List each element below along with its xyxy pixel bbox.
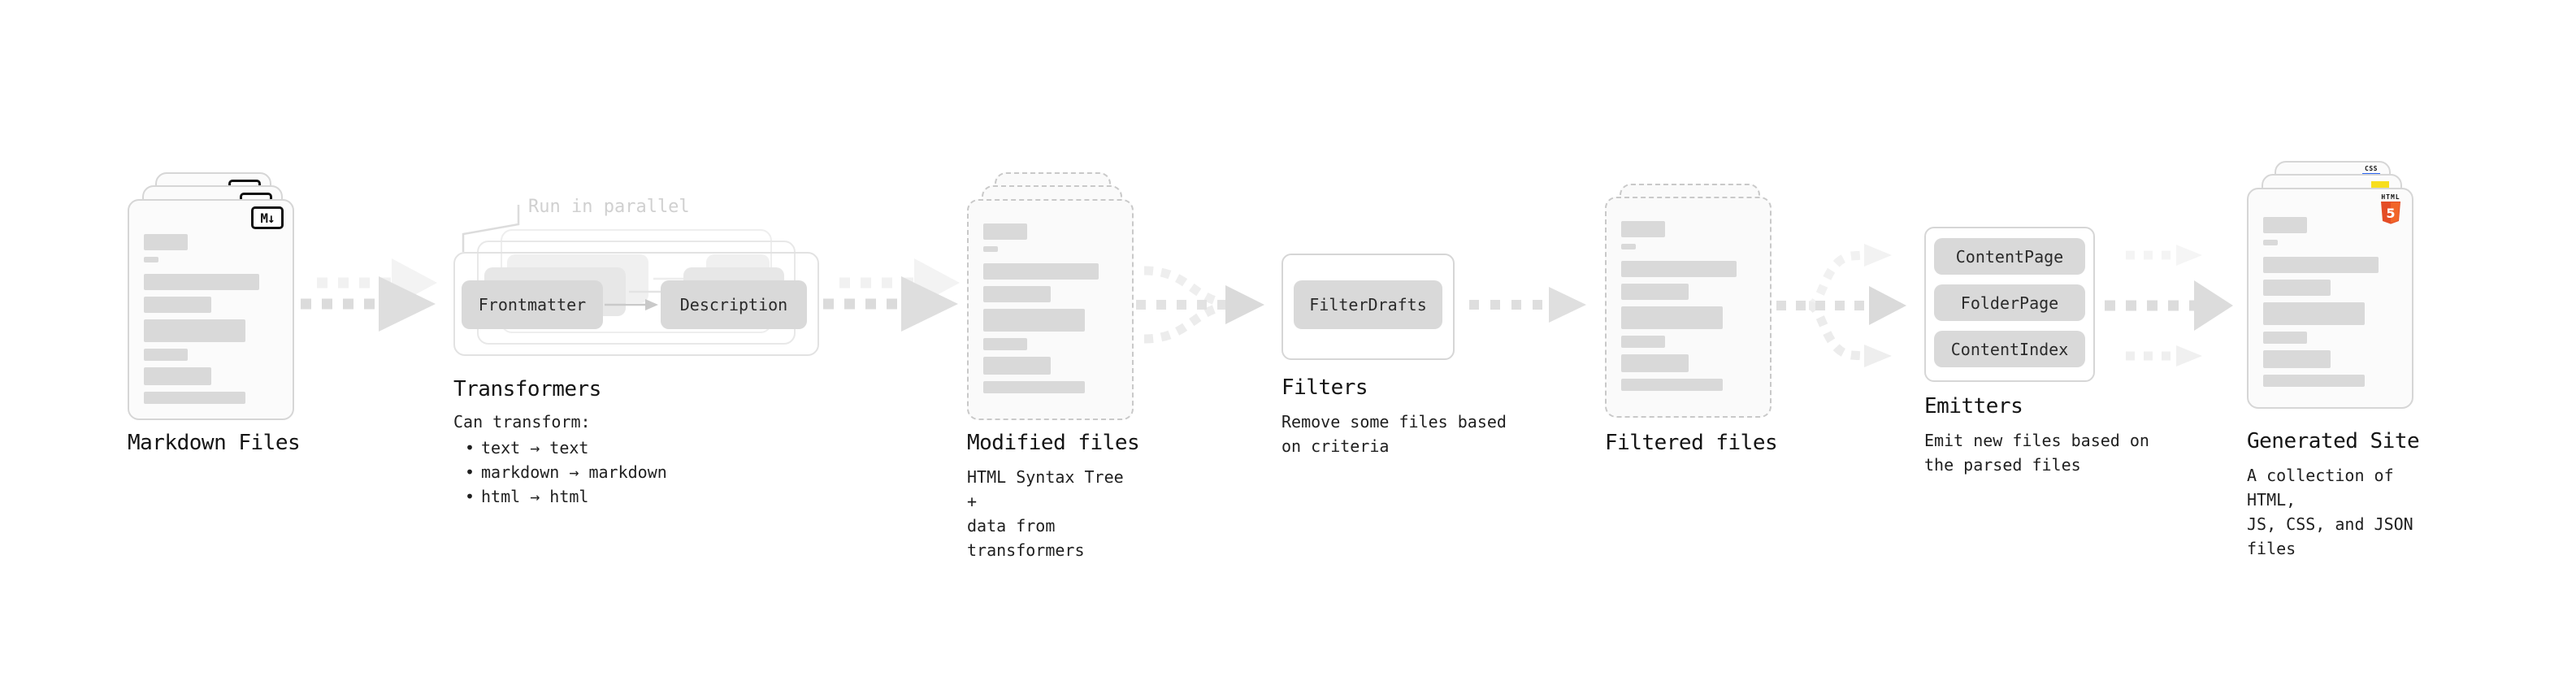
text-line-placeholder xyxy=(144,257,159,262)
stage-markdown-files: M↓ M↓ M↓ Markdown Files xyxy=(128,172,301,514)
stage-caption: Emit new files based on the parsed files xyxy=(1924,431,2149,475)
stage-label: Markdown Files xyxy=(128,431,301,455)
text-line-placeholder xyxy=(2263,257,2379,273)
emitter-pill-contentpage: ContentPage xyxy=(1934,238,2085,275)
text-line-placeholder xyxy=(2263,375,2366,387)
text-line-placeholder xyxy=(983,357,1051,375)
run-in-parallel-annotation: Run in parallel xyxy=(528,197,690,217)
text-line-placeholder xyxy=(983,246,999,252)
text-line-placeholder xyxy=(144,349,189,361)
annotation-leader-line xyxy=(462,205,520,252)
stage-transformers: Run in parallel Frontmatter Description … xyxy=(453,195,827,520)
list-item: markdown → markdown xyxy=(453,460,667,484)
text-line-placeholder xyxy=(1621,354,1689,372)
text-line-placeholder xyxy=(1621,261,1737,277)
flow-arrow-modified-to-filters xyxy=(1136,266,1264,344)
emitter-pill-contentindex: ContentIndex xyxy=(1934,331,2085,367)
document-sheet-dashed xyxy=(967,199,1134,420)
text-line-placeholder xyxy=(2263,332,2308,344)
stage-generated-site: CSS HTML 5 Generated Site A collection o… xyxy=(2247,161,2420,558)
text-line-placeholder xyxy=(1621,221,1666,237)
text-line-placeholder xyxy=(144,367,211,385)
document-content-placeholder xyxy=(1621,221,1755,391)
document-sheet: M↓ xyxy=(128,199,294,420)
document-sheet: HTML 5 xyxy=(2247,188,2413,409)
stage-filtered-files: Filtered files xyxy=(1605,184,1778,525)
html5-icon: HTML 5 xyxy=(2379,193,2403,228)
list-item: text → text xyxy=(453,436,667,460)
document-content-placeholder xyxy=(2263,217,2397,387)
svg-text:5: 5 xyxy=(2386,206,2395,221)
text-line-placeholder xyxy=(983,286,1051,302)
text-line-placeholder xyxy=(983,309,1086,332)
text-line-placeholder xyxy=(144,234,189,250)
document-content-placeholder xyxy=(144,234,278,404)
text-line-placeholder xyxy=(983,338,1028,350)
stage-label: Emitters xyxy=(1924,394,2023,419)
transformer-pill-frontmatter: Frontmatter xyxy=(462,280,603,329)
flow-arrow-filters-to-filtered xyxy=(1469,287,1586,323)
text-line-placeholder xyxy=(1621,284,1689,300)
text-line-placeholder xyxy=(983,381,1086,393)
stage-modified-files: Modified files HTML Syntax Tree + data f… xyxy=(967,172,1140,560)
html5-icon-label: HTML xyxy=(2381,193,2400,201)
text-line-placeholder xyxy=(983,223,1028,240)
text-line-placeholder xyxy=(983,263,1099,280)
text-line-placeholder xyxy=(144,274,259,290)
text-line-placeholder xyxy=(2263,350,2331,368)
stage-emitters: ContentPage FolderPage ContentIndex Emit… xyxy=(1924,227,2168,495)
filter-pill-filterdrafts: FilterDrafts xyxy=(1294,280,1442,329)
document-content-placeholder xyxy=(983,223,1117,393)
stage-label: Generated Site xyxy=(2247,429,2420,453)
html5-shield: 5 xyxy=(2381,202,2400,224)
stage-caption: HTML Syntax Tree + data from transformer… xyxy=(967,467,1124,560)
transformer-pill-description: Description xyxy=(661,280,807,329)
stage-filters: FilterDrafts Filters Remove some files b… xyxy=(1281,254,1525,514)
stage-caption: Can transform: xyxy=(453,412,591,432)
flow-arrow-filtered-to-emitters xyxy=(1776,244,1906,367)
flow-arrow-markdown-to-transformers xyxy=(301,258,437,332)
text-line-placeholder xyxy=(2263,280,2331,296)
stage-label: Filtered files xyxy=(1605,431,1778,455)
stage-label: Modified files xyxy=(967,431,1140,455)
text-line-placeholder xyxy=(144,297,211,313)
stage-caption: Remove some files based on criteria xyxy=(1281,412,1507,456)
stage-label: Transformers xyxy=(453,377,601,401)
text-line-placeholder xyxy=(144,392,246,404)
text-line-placeholder xyxy=(1621,306,1724,329)
markdown-icon: M↓ xyxy=(251,206,284,229)
transformer-layer-box xyxy=(453,252,819,356)
flow-arrow-emitters-to-site xyxy=(2105,245,2233,367)
transform-arrow xyxy=(605,299,658,310)
text-line-placeholder xyxy=(144,319,246,342)
text-line-placeholder xyxy=(1621,336,1666,348)
css-icon-label: CSS xyxy=(2365,165,2378,172)
text-line-placeholder xyxy=(2263,302,2366,325)
emitters-box: ContentPage FolderPage ContentIndex xyxy=(1924,227,2095,382)
text-line-placeholder xyxy=(2263,240,2279,245)
stage-caption: A collection of HTML, JS, CSS, and JSON … xyxy=(2247,466,2413,558)
transform-capability-list: text → text markdown → markdown html → h… xyxy=(453,436,667,509)
emitter-pill-folderpage: FolderPage xyxy=(1934,284,2085,321)
filters-box: FilterDrafts xyxy=(1281,254,1455,360)
text-line-placeholder xyxy=(2263,217,2308,233)
text-line-placeholder xyxy=(1621,244,1637,249)
document-sheet-dashed xyxy=(1605,197,1772,418)
flow-arrow-transformers-to-modified xyxy=(823,258,960,332)
text-line-placeholder xyxy=(1621,379,1724,391)
stage-label: Filters xyxy=(1281,375,1368,400)
list-item: html → html xyxy=(453,484,667,509)
